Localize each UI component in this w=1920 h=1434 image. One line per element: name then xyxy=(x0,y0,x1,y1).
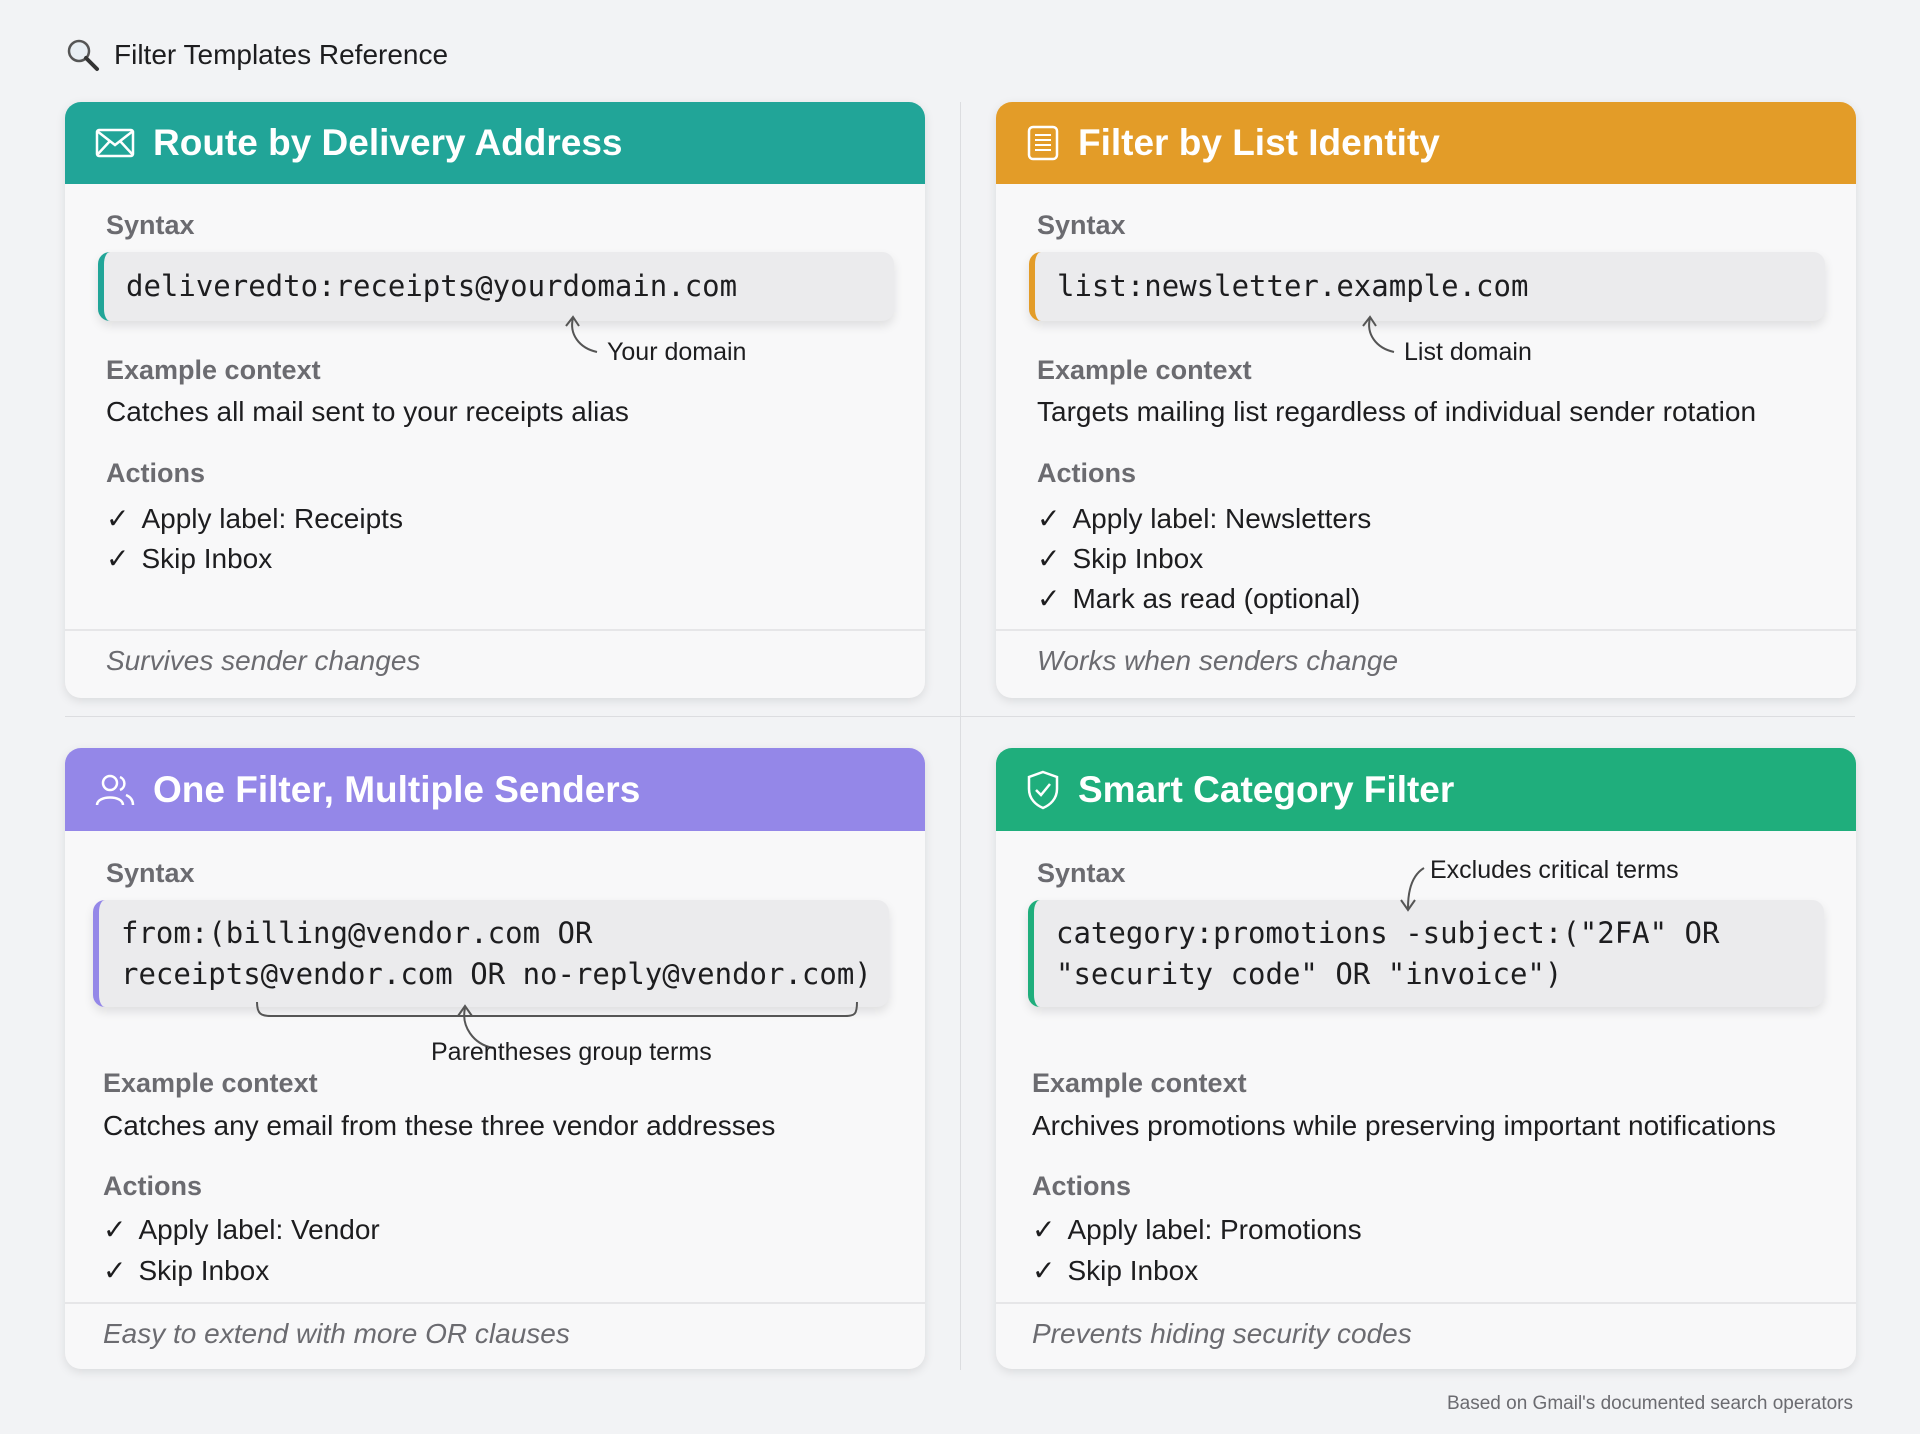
example-label: Example context xyxy=(1032,1068,1247,1098)
shield-check-icon xyxy=(1027,770,1059,809)
action-text: Apply label: Newsletters xyxy=(1072,503,1372,534)
vertical-divider xyxy=(960,102,961,1370)
footer-text: Easy to extend with more OR clauses xyxy=(103,1318,570,1349)
card-footer: Easy to extend with more OR clauses xyxy=(65,1302,925,1369)
annotation-arrow xyxy=(1362,315,1395,353)
example-label: Example context xyxy=(1037,355,1252,385)
actions-list: ✓ Apply label: Promotions ✓ Skip Inbox xyxy=(1032,1209,1362,1291)
annotation: List domain xyxy=(1404,338,1532,366)
actions-label: Actions xyxy=(1032,1171,1132,1201)
card-footer: Prevents hiding security codes xyxy=(996,1302,1856,1369)
syntax-code: from:(billing@vendor.com OR receipts@vend… xyxy=(93,900,889,1007)
check-icon: ✓ xyxy=(103,1255,127,1286)
actions-label: Actions xyxy=(103,1171,203,1201)
code-line: receipts@vendor.com OR no-reply@vendor.c… xyxy=(121,956,872,991)
page-title: Filter Templates Reference xyxy=(114,39,449,70)
syntax-code: deliveredto:receipts@yourdomain.com xyxy=(98,252,894,321)
card-title: Filter by List Identity xyxy=(1078,122,1440,163)
annotation: Parentheses group terms xyxy=(431,1038,712,1066)
footer-text: Works when senders change xyxy=(1037,645,1399,676)
card-footer: Works when senders change xyxy=(996,629,1856,698)
card-title: Route by Delivery Address xyxy=(153,122,623,163)
action-text: Apply label: Vendor xyxy=(138,1214,380,1245)
card-title: Smart Category Filter xyxy=(1078,768,1455,810)
actions-list: ✓ Apply label: Receipts ✓ Skip Inbox xyxy=(106,499,403,579)
syntax-label: Syntax xyxy=(106,858,195,888)
example-text: Archives promotions while preserving imp… xyxy=(1032,1110,1776,1141)
envelope-icon xyxy=(95,128,135,158)
footnote: Based on Gmail's documented search opera… xyxy=(1446,1393,1853,1414)
code-line: "security code" OR "invoice") xyxy=(1056,956,1563,991)
card-header: Filter by List Identity xyxy=(996,102,1856,184)
syntax-label: Syntax xyxy=(1037,858,1126,888)
footer-text: Survives sender changes xyxy=(106,645,421,676)
annotation: Excludes critical terms xyxy=(1430,856,1679,884)
example-label: Example context xyxy=(106,355,321,385)
check-icon: ✓ xyxy=(1037,543,1061,574)
code-line: category:promotions -subject:("2FA" OR xyxy=(1056,915,1720,950)
annotation-arrow xyxy=(1400,867,1425,912)
action-text: Skip Inbox xyxy=(1072,543,1204,574)
action-item: ✓ Apply label: Promotions xyxy=(1032,1209,1362,1250)
code-line: deliveredto:receipts@yourdomain.com xyxy=(126,269,738,303)
check-icon: ✓ xyxy=(1032,1214,1056,1245)
list-document-icon xyxy=(1027,125,1059,161)
syntax-label: Syntax xyxy=(106,210,195,240)
action-item: ✓ Mark as read (optional) xyxy=(1037,579,1371,619)
action-text: Apply label: Receipts xyxy=(141,503,403,534)
card-filter-by-list-identity: Filter by List Identity Syntax list:news… xyxy=(996,102,1856,698)
check-icon: ✓ xyxy=(103,1214,127,1245)
card-header: One Filter, Multiple Senders xyxy=(65,748,925,831)
action-item: ✓ Skip Inbox xyxy=(1032,1250,1362,1291)
card-smart-category-filter: Smart Category Filter Syntax category:pr… xyxy=(996,748,1856,1369)
check-icon: ✓ xyxy=(106,503,130,534)
check-icon: ✓ xyxy=(1037,583,1061,614)
annotation: Your domain xyxy=(607,338,747,366)
action-item: ✓ Apply label: Vendor xyxy=(103,1209,380,1250)
annotation-arrow xyxy=(565,315,598,353)
action-item: ✓ Apply label: Receipts xyxy=(106,499,403,539)
actions-label: Actions xyxy=(106,458,206,488)
action-text: Skip Inbox xyxy=(138,1255,270,1286)
check-icon: ✓ xyxy=(1037,503,1061,534)
check-icon: ✓ xyxy=(106,543,130,574)
card-title: One Filter, Multiple Senders xyxy=(153,768,641,810)
action-text: Skip Inbox xyxy=(1067,1255,1199,1286)
code-line: from:(billing@vendor.com OR xyxy=(121,915,593,950)
users-icon xyxy=(95,774,135,805)
check-icon: ✓ xyxy=(1032,1255,1056,1286)
example-text: Targets mailing list regardless of indiv… xyxy=(1037,396,1757,427)
action-text: Skip Inbox xyxy=(141,543,273,574)
code-line: list:newsletter.example.com xyxy=(1057,269,1529,303)
action-item: ✓ Apply label: Newsletters xyxy=(1037,499,1371,539)
action-text: Apply label: Promotions xyxy=(1067,1214,1362,1245)
action-item: ✓ Skip Inbox xyxy=(106,539,403,579)
parentheses-bracket xyxy=(256,1001,858,1049)
card-header: Smart Category Filter xyxy=(996,748,1856,831)
search-icon xyxy=(67,39,99,71)
example-text: Catches any email from these three vendo… xyxy=(103,1110,776,1141)
syntax-code: category:promotions -subject:("2FA" OR "s… xyxy=(1028,900,1824,1007)
actions-list: ✓ Apply label: Vendor ✓ Skip Inbox xyxy=(103,1209,380,1291)
syntax-label: Syntax xyxy=(1037,210,1126,240)
actions-list: ✓ Apply label: Newsletters ✓ Skip Inbox ✓ M… xyxy=(1037,499,1371,619)
action-text: Mark as read (optional) xyxy=(1072,583,1361,614)
card-footer: Survives sender changes xyxy=(65,629,925,698)
card-route-by-delivery-address: Route by Delivery Address Syntax deliver… xyxy=(65,102,925,698)
page-header: Filter Templates Reference xyxy=(66,38,448,72)
actions-label: Actions xyxy=(1037,458,1137,488)
horizontal-divider xyxy=(65,716,1855,717)
card-header: Route by Delivery Address xyxy=(65,102,925,184)
example-text: Catches all mail sent to your receipts a… xyxy=(106,396,629,427)
example-label: Example context xyxy=(103,1068,318,1098)
syntax-code: list:newsletter.example.com xyxy=(1029,252,1825,321)
action-item: ✓ Skip Inbox xyxy=(103,1250,380,1291)
card-one-filter-multiple-senders: One Filter, Multiple Senders Syntax from… xyxy=(65,748,925,1369)
footer-text: Prevents hiding security codes xyxy=(1032,1318,1412,1349)
action-item: ✓ Skip Inbox xyxy=(1037,539,1371,579)
